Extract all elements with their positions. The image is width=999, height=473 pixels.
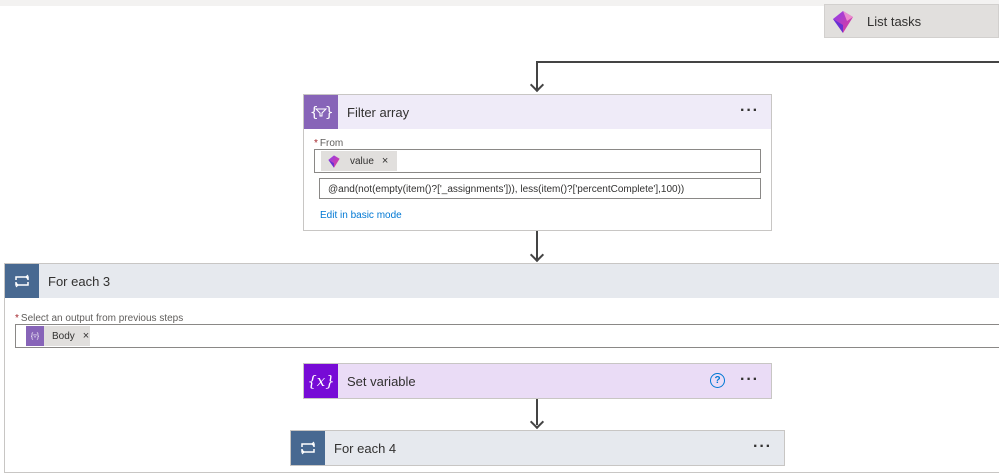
list-tasks-label: List tasks <box>867 13 922 29</box>
svg-text:}: } <box>325 105 332 120</box>
condition-expression-input[interactable]: @and(not(empty(item()?['_assignments']))… <box>319 178 761 199</box>
connector <box>536 231 538 259</box>
loop-icon <box>5 264 39 298</box>
set-variable-header[interactable]: {x} Set variable ? ··· <box>304 364 771 398</box>
filter-array-card[interactable]: { } Filter array ··· *From value × @and(… <box>303 94 772 231</box>
condition-expression-text: @and(not(empty(item()?['_assignments']))… <box>328 184 685 195</box>
for-each-3-header[interactable]: For each 3 <box>5 264 999 298</box>
planner-icon <box>833 11 853 33</box>
filter-array-title: Filter array <box>347 104 410 120</box>
for-each-4-card[interactable]: For each 4 ··· <box>290 430 785 466</box>
connector <box>536 399 538 425</box>
loop-icon <box>291 431 325 465</box>
more-options-icon[interactable]: ··· <box>740 371 759 388</box>
connector-arrow <box>529 247 545 263</box>
planner-icon <box>328 155 340 168</box>
for-each-4-title: For each 4 <box>334 440 397 456</box>
more-options-icon[interactable]: ··· <box>753 438 772 455</box>
for-each-4-header[interactable]: For each 4 ··· <box>291 431 784 465</box>
remove-token-icon[interactable]: × <box>82 330 90 342</box>
svg-text:{: { <box>310 105 318 120</box>
from-input[interactable]: value × <box>314 149 761 173</box>
list-tasks-card[interactable]: List tasks <box>824 4 999 38</box>
edit-in-basic-mode-link[interactable]: Edit in basic mode <box>320 210 402 221</box>
help-icon[interactable]: ? <box>710 373 725 388</box>
set-variable-title: Set variable <box>347 373 416 389</box>
remove-token-icon[interactable]: × <box>381 155 389 167</box>
value-token-label: value <box>350 155 374 167</box>
canvas-top-strip <box>0 0 999 6</box>
variable-icon: {x} <box>304 364 338 398</box>
select-output-input[interactable]: {▿} Body × <box>15 324 999 348</box>
for-each-3-title: For each 3 <box>48 273 111 289</box>
from-label: *From <box>314 138 344 149</box>
select-output-label: *Select an output from previous steps <box>15 313 184 324</box>
set-variable-card[interactable]: {x} Set variable ? ··· <box>303 363 772 399</box>
filter-array-icon: { } <box>304 95 338 129</box>
value-token[interactable]: value × <box>321 151 397 171</box>
connector-arrow <box>529 77 545 93</box>
more-options-icon[interactable]: ··· <box>740 102 759 119</box>
connector <box>536 61 538 89</box>
body-token-label: Body <box>52 330 75 342</box>
filter-array-header[interactable]: { } Filter array ··· <box>304 95 771 129</box>
connector <box>536 61 999 63</box>
filter-array-icon: {▿} <box>26 326 44 346</box>
body-token[interactable]: {▿} Body × <box>26 326 90 346</box>
